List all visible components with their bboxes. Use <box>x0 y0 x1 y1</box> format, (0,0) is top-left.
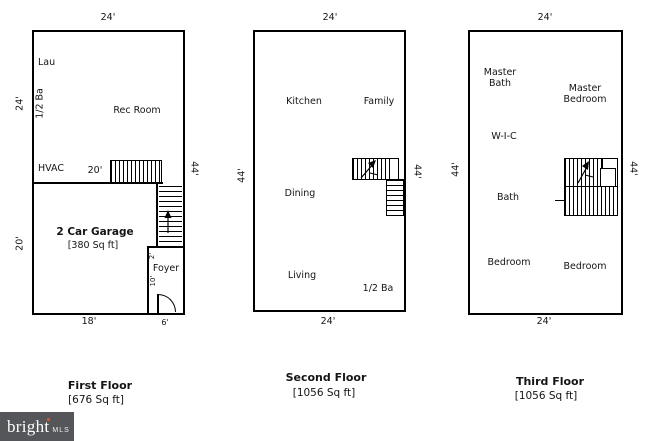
second-floor-stairs-lower-run <box>386 179 404 216</box>
third-floor-dim-right: 44' <box>627 161 639 176</box>
first-floor-dim-top: 24' <box>100 12 116 23</box>
room-label-dining: Dining <box>284 188 316 199</box>
first-floor-dim-bottom-entry: 6' <box>161 318 169 327</box>
garage-area-label: [380 Sq ft] <box>67 240 119 251</box>
room-label-living: Living <box>287 270 317 281</box>
second-floor-dim-bottom: 24' <box>320 316 336 327</box>
room-label-bath: Bath <box>496 192 520 203</box>
first-floor-garage-divider-wall <box>32 182 163 184</box>
third-floor-stairs-landing <box>600 168 616 187</box>
brightmls-logo-wordmark: bright <box>7 417 50 436</box>
second-floor-dim-top: 24' <box>322 12 338 23</box>
room-label-half-bath-2: 1/2 Ba <box>362 283 394 294</box>
third-floor-dim-bottom: 24' <box>536 316 552 327</box>
first-floor-title: First Floor <box>67 379 133 392</box>
stair-direction-arrow-icon <box>360 160 379 179</box>
third-floor-stairs-wall-stub <box>555 200 565 201</box>
room-label-garage: 2 Car Garage <box>56 226 134 238</box>
first-floor-dim-interior: 20' <box>87 165 103 176</box>
room-label-hvac: HVAC <box>38 163 64 174</box>
first-floor-area: [676 Sq ft] <box>68 394 124 406</box>
foyer-left-wall <box>147 246 149 314</box>
room-label-master-bedroom: Master Bedroom <box>563 83 607 105</box>
stair-direction-arrow-icon <box>164 210 172 233</box>
brightmls-logo-suffix: MLS <box>52 426 70 434</box>
third-floor-stairs-lower-run <box>564 186 618 216</box>
room-label-wic: W-I-C <box>491 131 517 142</box>
third-floor-outer-wall <box>468 30 623 315</box>
third-floor-dim-top: 24' <box>537 12 553 23</box>
room-label-kitchen: Kitchen <box>286 96 322 107</box>
stair-direction-arrow-icon <box>577 161 594 184</box>
garage-right-wall <box>156 184 158 248</box>
third-floor-area: [1056 Sq ft] <box>514 390 578 402</box>
room-label-bedroom-right: Bedroom <box>563 261 607 272</box>
brightmls-logo: bright MLS <box>0 412 74 441</box>
first-floor-stairs-upper-run <box>110 160 162 183</box>
second-floor-area: [1056 Sq ft] <box>292 387 356 399</box>
second-floor-title: Second Floor <box>285 371 367 384</box>
third-floor-dim-left: 44' <box>450 162 462 177</box>
room-label-master-bath: Master Bath <box>483 67 517 89</box>
brightmls-logo-accent-dot-icon <box>47 418 50 421</box>
entry-door-leaf <box>157 294 159 313</box>
room-label-bedroom-left: Bedroom <box>487 257 531 268</box>
room-label-foyer: Foyer <box>152 263 180 274</box>
third-floor-title: Third Floor <box>515 375 585 388</box>
foyer-top-wall <box>147 246 183 248</box>
room-label-laundry: Lau <box>38 57 56 68</box>
first-floor-dim-bottom: 18' <box>81 316 97 327</box>
room-label-rec-room: Rec Room <box>113 105 161 116</box>
room-label-family: Family <box>363 96 395 107</box>
